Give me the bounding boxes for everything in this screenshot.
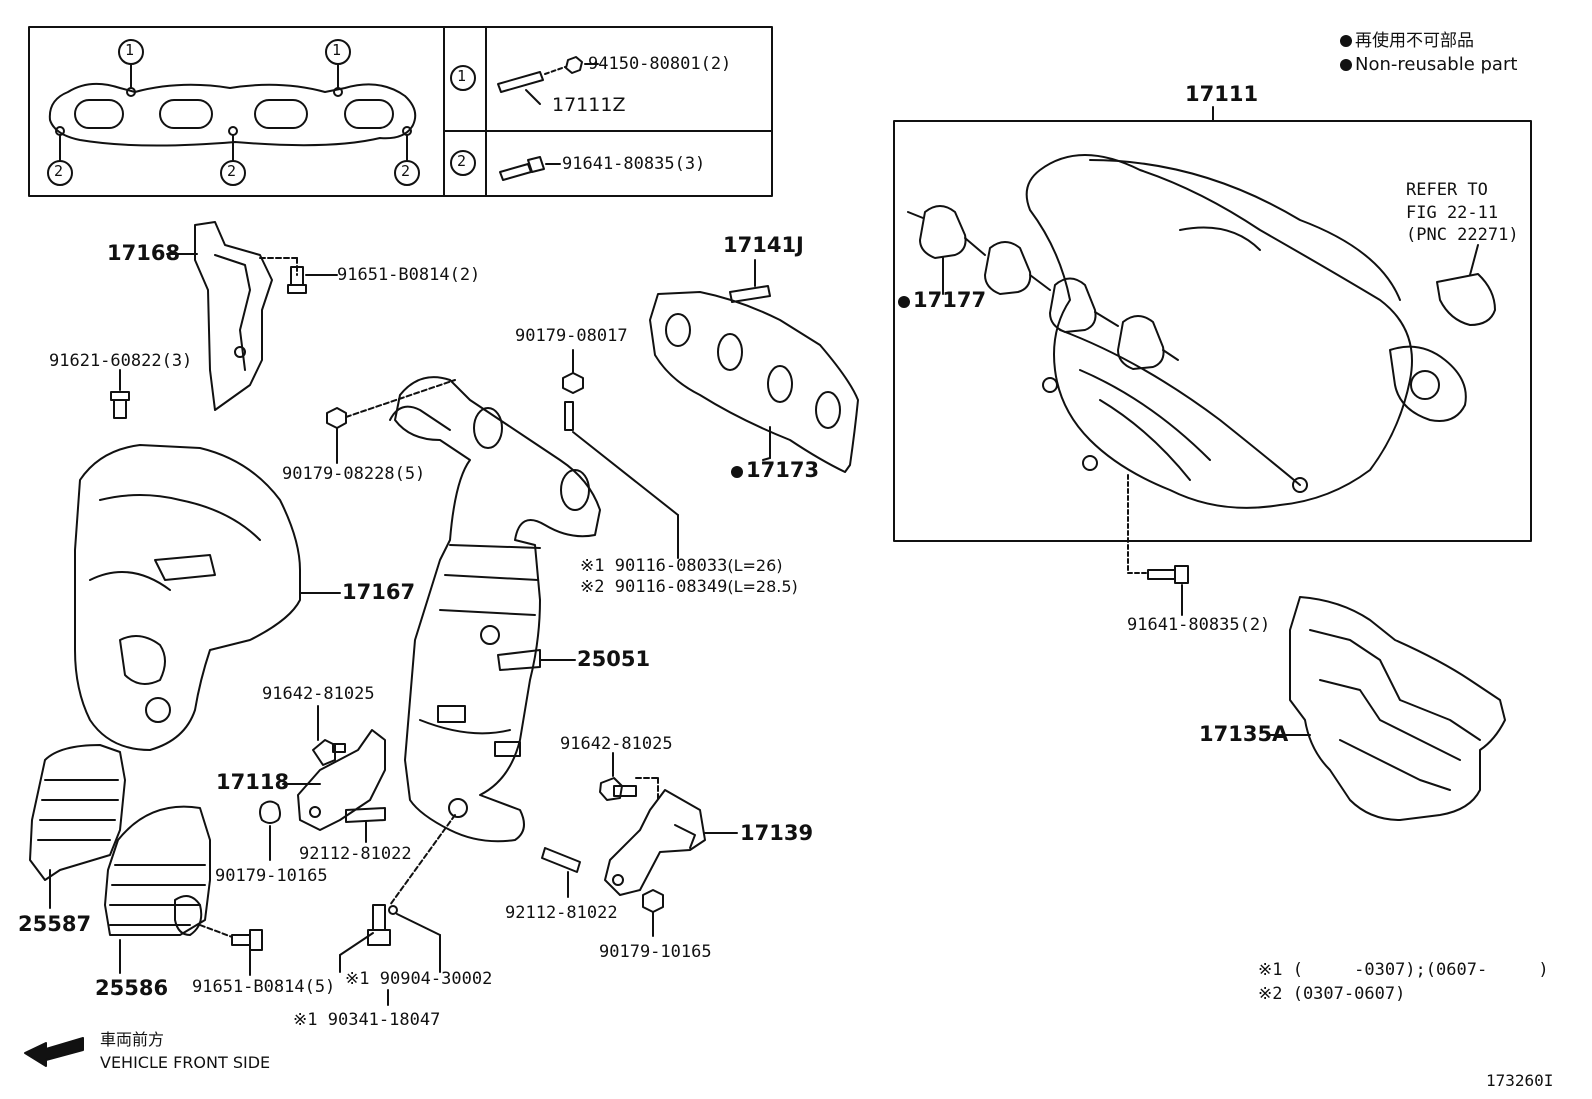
label-91651-2: 91651-B0814(2): [337, 265, 481, 285]
inset-callout-2c: 2: [401, 162, 411, 180]
label-refer-to: REFER TO: [1406, 180, 1488, 200]
inset-callout-2b: 2: [227, 162, 237, 180]
inset-callout-2a: 2: [54, 162, 64, 180]
label-90179-08228: 90179-08228(5): [282, 464, 426, 484]
legend-en: Non-reusable part: [1340, 56, 1517, 74]
label-17139: 17139: [740, 821, 814, 845]
label-25586: 25586: [95, 976, 169, 1000]
label-90116-2: ※2 90116-08349(L=28.5): [580, 577, 798, 597]
lower-insulators: [29, 744, 263, 976]
label-91641-2: 91641-80835(2): [1127, 615, 1271, 635]
label-90179-08017: 90179-08017: [515, 326, 628, 346]
bracket-17168: [110, 221, 338, 419]
label-25051: 25051: [577, 647, 651, 671]
inset-label-91641: 91641-80835(3): [562, 154, 706, 174]
inset-callout-1b: 1: [332, 41, 342, 59]
figure-id: 173260I: [1486, 1071, 1554, 1090]
label-90904: ※1 90904-30002: [345, 969, 493, 989]
label-pnc: (PNC 22271): [1406, 225, 1519, 245]
label-91642-a: 91642-81025: [262, 684, 375, 704]
inset-label-94150: 94150-80801(2): [588, 54, 732, 74]
heat-insulator-17167: [74, 444, 341, 751]
bracket-17139: [541, 752, 738, 937]
inset-label-17111Z: 17111Z: [552, 94, 626, 116]
label-17118: 17118: [216, 770, 290, 794]
insulator-17135A: [1269, 596, 1506, 821]
legend-jp: 再使用不可部品: [1340, 33, 1474, 50]
label-25587: 25587: [18, 912, 92, 936]
inset-key-2: 2: [457, 152, 467, 170]
front-label-jp: 車両前方: [100, 1030, 165, 1049]
label-91642-b: 91642-81025: [560, 734, 673, 754]
front-arrow: [24, 1037, 84, 1067]
front-label-en: VEHICLE FRONT SIDE: [100, 1053, 271, 1072]
label-91651-5: 91651-B0814(5): [192, 977, 336, 997]
label-17177: 17177: [898, 290, 986, 311]
exhaust-manifold-25051: [326, 349, 679, 1006]
label-17173: 17173: [731, 460, 819, 481]
bracket-17118: [259, 705, 386, 861]
label-92112-a: 92112-81022: [299, 844, 412, 864]
label-91621: 91621-60822(3): [49, 351, 193, 371]
label-90341: ※1 90341-18047: [293, 1010, 441, 1030]
bolt-91641: [1127, 474, 1189, 616]
label-fig: FIG 22-11: [1406, 203, 1499, 223]
label-90116-1: ※1 90116-08033(L=26): [580, 556, 783, 576]
note-1: ※1 ( -0307);(0607- ): [1258, 960, 1549, 980]
inset-box: [28, 26, 773, 197]
gasket-17173: [649, 259, 859, 473]
note-2: ※2 (0307-0607): [1258, 984, 1406, 1004]
label-17111: 17111: [1185, 82, 1259, 106]
label-17168: 17168: [107, 241, 181, 265]
label-17167: 17167: [342, 580, 416, 604]
label-17141J: 17141J: [723, 233, 804, 257]
inset-callout-1a: 1: [125, 41, 135, 59]
label-90179-10165-a: 90179-10165: [215, 866, 328, 886]
label-92112-b: 92112-81022: [505, 903, 618, 923]
label-17135A: 17135A: [1199, 722, 1289, 746]
intake-manifold-box: [893, 106, 1532, 542]
inset-key-1: 1: [457, 67, 467, 85]
label-90179-10165-b: 90179-10165: [599, 942, 712, 962]
